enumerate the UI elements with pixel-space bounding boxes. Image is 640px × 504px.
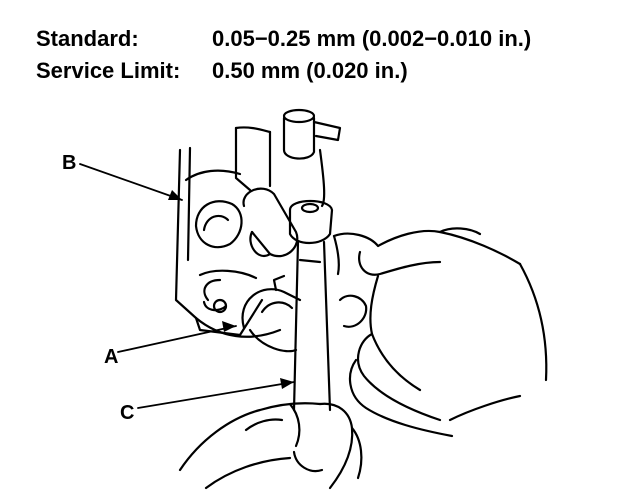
left-hand bbox=[178, 402, 363, 490]
hose-nipple bbox=[242, 187, 299, 258]
housing-body bbox=[174, 126, 282, 338]
service-limit-value: 0.50 mm (0.020 in.) bbox=[212, 58, 408, 83]
spec-limit-row: Service Limit: 0.50 mm (0.020 in.) bbox=[36, 58, 408, 84]
shaft-nut bbox=[288, 200, 334, 245]
feeler-gauge bbox=[292, 240, 332, 412]
standard-label: Standard: bbox=[36, 26, 139, 51]
spec-standard-row: Standard: 0.05−0.25 mm (0.002−0.010 in.) bbox=[36, 26, 531, 52]
leader-line-c bbox=[137, 378, 295, 409]
lower-boss bbox=[241, 274, 368, 353]
standard-value: 0.05−0.25 mm (0.002−0.010 in.) bbox=[212, 26, 532, 51]
callout-b-label: B bbox=[62, 152, 77, 174]
callout-c-label: C bbox=[120, 402, 135, 424]
upper-fitting bbox=[268, 108, 342, 208]
leader-line-b bbox=[79, 163, 183, 201]
right-hand bbox=[332, 227, 548, 438]
leader-line-a bbox=[117, 321, 237, 353]
callout-a-label: A bbox=[104, 346, 119, 368]
service-limit-label: Service Limit: bbox=[36, 58, 181, 83]
